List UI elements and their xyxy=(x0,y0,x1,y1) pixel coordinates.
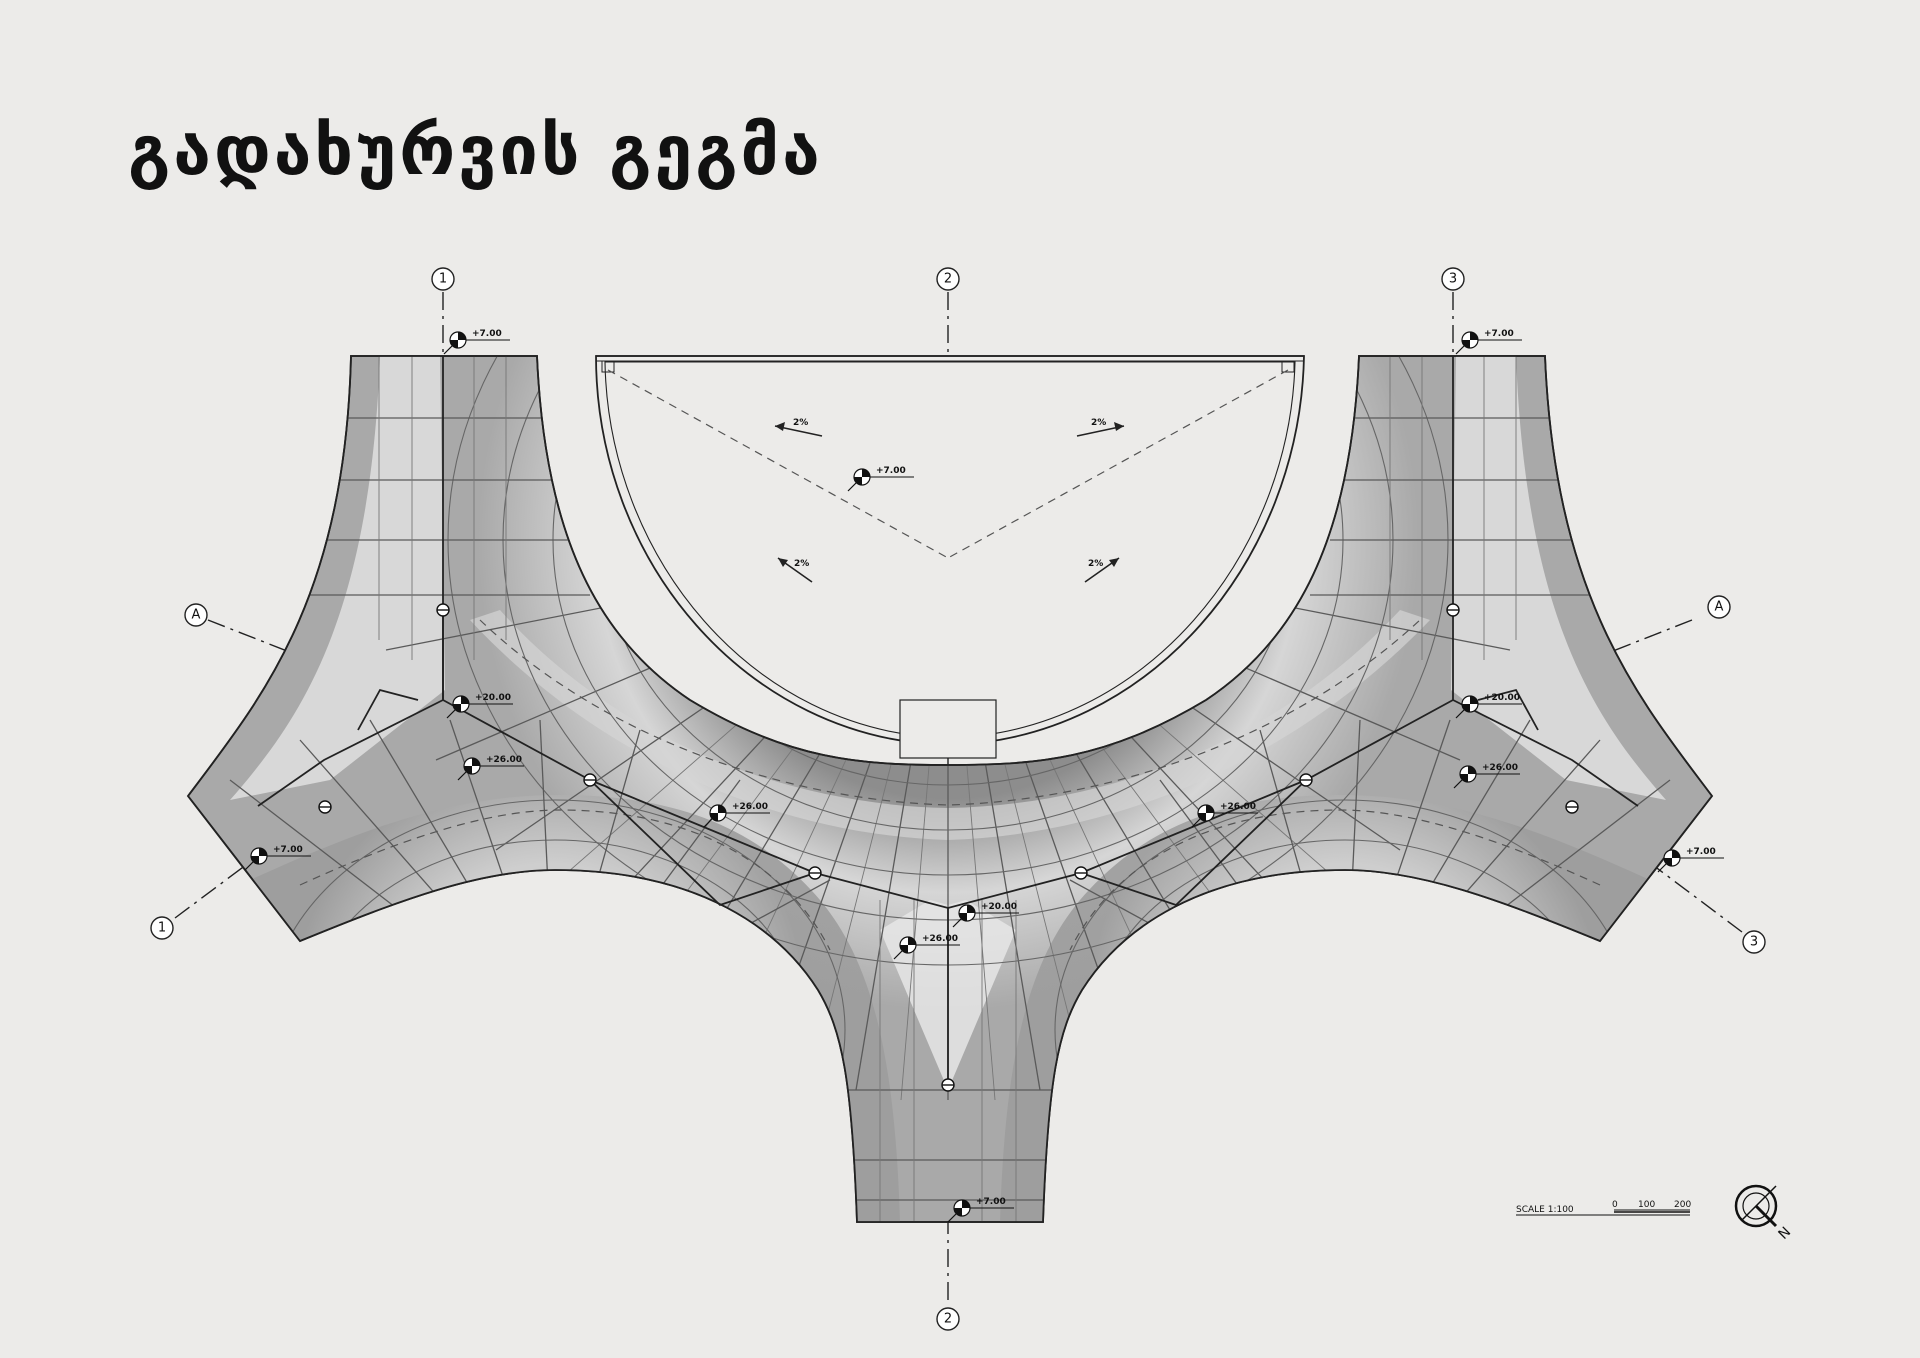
level-markers: +7.00 +7.00 +7.00 +20.00 +20.00 xyxy=(244,329,1724,1223)
slope-arrow-tl: 2% xyxy=(774,418,823,437)
node-symbol xyxy=(1446,603,1460,617)
axis-label: 1 xyxy=(439,272,447,287)
level-label: +20.00 xyxy=(475,693,511,703)
level-marker: +26.00 xyxy=(457,755,524,781)
level-label: +26.00 xyxy=(486,755,522,765)
level-marker: +26.00 xyxy=(1191,802,1258,828)
axis-bubble-1-bottom: 1 xyxy=(150,916,174,940)
slope-label: 2% xyxy=(1088,559,1103,569)
level-marker: +7.00 xyxy=(443,329,510,355)
level-label: +20.00 xyxy=(981,902,1017,912)
axis-bubble-3-top: 3 xyxy=(1441,267,1465,291)
axis-label: 1 xyxy=(158,921,166,936)
level-marker: +26.00 xyxy=(1453,763,1520,789)
central-court xyxy=(595,355,1305,759)
level-marker: +7.00 xyxy=(1455,329,1522,355)
node-symbol xyxy=(583,773,597,787)
level-marker: +20.00 xyxy=(1455,693,1522,719)
level-marker: +20.00 xyxy=(446,693,513,719)
level-label: +7.00 xyxy=(876,466,906,476)
level-label: +26.00 xyxy=(1220,802,1256,812)
axis-bubble-2-bottom: 2 xyxy=(936,1307,960,1331)
level-marker: +7.00 xyxy=(947,1197,1014,1223)
axis-label: A xyxy=(192,608,201,623)
axis-bubble-2-top: 2 xyxy=(936,267,960,291)
north-label: N xyxy=(1776,1224,1795,1243)
slope-label: 2% xyxy=(794,559,809,569)
scale-tick: 100 xyxy=(1638,1200,1655,1210)
axis-label: 2 xyxy=(944,272,952,287)
level-marker: +7.00 xyxy=(244,845,311,871)
node-symbol xyxy=(808,866,822,880)
axis-bubble-a-right: A xyxy=(1707,595,1731,619)
level-label: +26.00 xyxy=(732,802,768,812)
axis-label: A xyxy=(1715,600,1724,615)
level-marker: +7.00 xyxy=(847,466,914,492)
node-symbol xyxy=(1074,866,1088,880)
scale-label: SCALE 1:100 xyxy=(1516,1205,1574,1215)
level-label: +26.00 xyxy=(922,934,958,944)
scale-tick: 0 xyxy=(1612,1200,1618,1210)
north-arrow-icon: N xyxy=(1734,1184,1795,1243)
drawing-title: გადახურვის გეგმა xyxy=(128,112,823,191)
slope-label: 2% xyxy=(1091,418,1106,428)
axis-bubble-a-left: A xyxy=(184,603,208,627)
level-label: +7.00 xyxy=(1686,847,1716,857)
scale-bar: SCALE 1:100 0 100 200 xyxy=(1516,1200,1691,1216)
level-marker: +26.00 xyxy=(703,802,770,828)
slope-arrow-bl: 2% xyxy=(777,557,813,583)
level-label: +7.00 xyxy=(976,1197,1006,1207)
slope-arrow-tr: 2% xyxy=(1076,418,1125,437)
axis-label: 3 xyxy=(1750,935,1758,950)
node-symbol xyxy=(941,1078,955,1092)
level-label: +20.00 xyxy=(1484,693,1520,703)
axis-label: 2 xyxy=(944,1312,952,1327)
scale-tick: 200 xyxy=(1674,1200,1691,1210)
level-marker: +7.00 xyxy=(1657,847,1724,873)
node-symbol xyxy=(318,800,332,814)
level-label: +7.00 xyxy=(273,845,303,855)
slope-arrows: 2% 2% 2% 2% xyxy=(774,418,1125,583)
slope-label: 2% xyxy=(793,418,808,428)
level-marker: +26.00 xyxy=(893,934,960,960)
axis-bubble-1-top: 1 xyxy=(431,267,455,291)
node-symbol xyxy=(1299,773,1313,787)
axis-bubble-3-bottom: 3 xyxy=(1742,930,1766,954)
level-label: +7.00 xyxy=(1484,329,1514,339)
node-symbol xyxy=(1565,800,1579,814)
level-label: +7.00 xyxy=(472,329,502,339)
level-marker: +20.00 xyxy=(952,902,1019,928)
node-symbol xyxy=(436,603,450,617)
axis-label: 3 xyxy=(1449,272,1457,287)
slope-arrow-br: 2% xyxy=(1084,557,1120,583)
level-label: +26.00 xyxy=(1482,763,1518,773)
structural-nodes xyxy=(318,603,1579,1092)
